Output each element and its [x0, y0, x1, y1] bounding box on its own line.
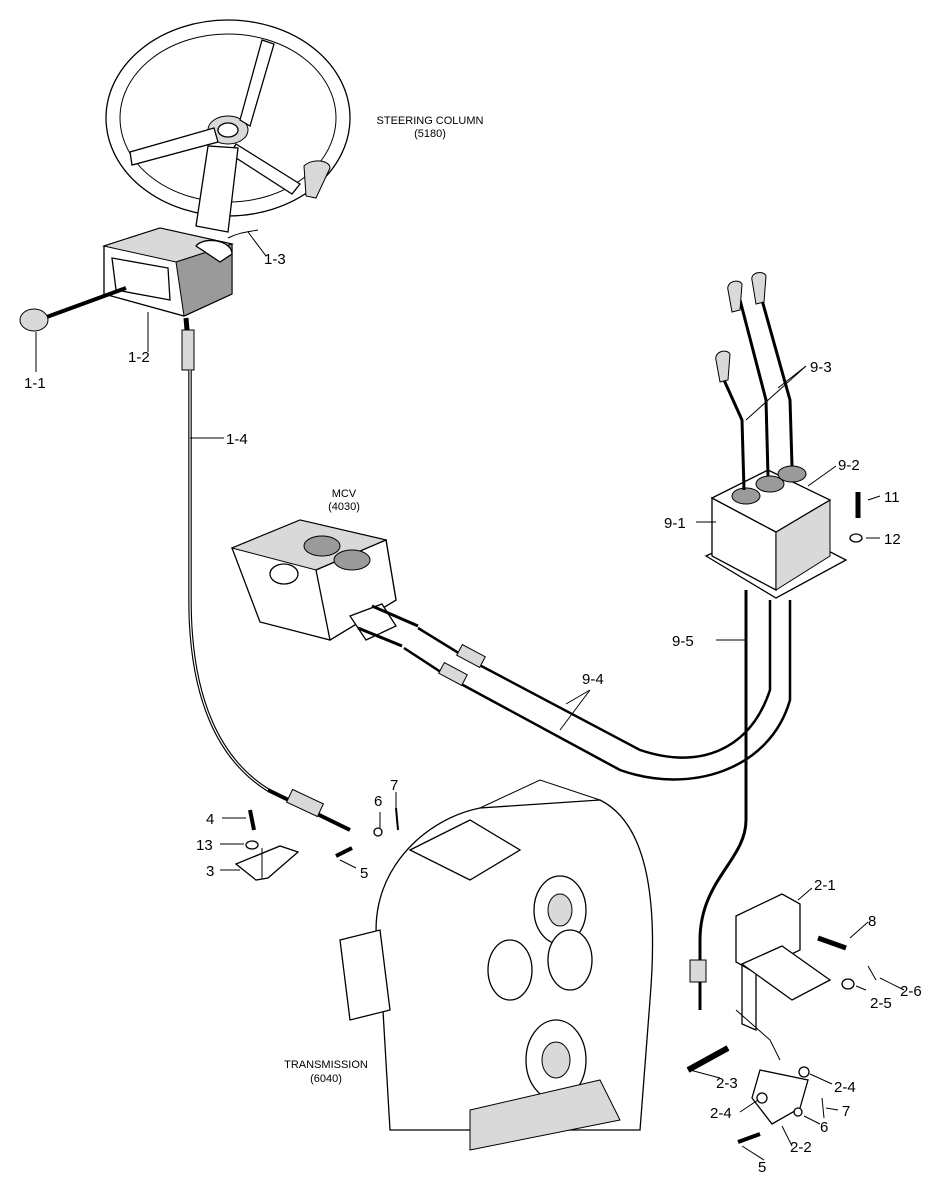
shift-lever-knob: [19, 286, 127, 332]
callout-2-2: 2-2: [790, 1139, 812, 1156]
callout-9-3: 9-3: [810, 359, 832, 376]
callout-5: 5: [360, 865, 368, 882]
callout-1-1: 1-1: [24, 375, 46, 392]
callout-3: 3: [206, 863, 214, 880]
callout-4: 4: [206, 811, 214, 828]
pivot-pin: [686, 1045, 730, 1073]
bushing-2-4b: [756, 1092, 768, 1104]
callout-9-5: 9-5: [672, 633, 694, 650]
control-levers: [715, 272, 794, 491]
wire-harness: [227, 229, 259, 239]
washer-6: [373, 827, 383, 837]
callout-8: 8: [868, 913, 876, 930]
callout-2-4-upper: 2-4: [834, 1079, 856, 1096]
shift-lever-housing: [102, 227, 234, 317]
callout-2-4-lower: 2-4: [710, 1105, 732, 1122]
callout-2-6: 2-6: [900, 983, 922, 1000]
cable-end: [689, 959, 707, 983]
steering-wheel: [105, 19, 351, 233]
washer-6b: [793, 1107, 803, 1117]
callout-12: 12: [884, 531, 901, 548]
callout-9-2: 9-2: [838, 457, 860, 474]
callout-6: 6: [374, 793, 382, 810]
leader-lines: [35, 231, 905, 1161]
cotter-pin: [395, 807, 399, 831]
bolt-4: [248, 809, 256, 831]
callout-6-lower: 6: [820, 1119, 828, 1136]
bushing-2-4a: [798, 1066, 810, 1078]
callout-13: 13: [196, 837, 213, 854]
pin-7b: [821, 1097, 825, 1119]
washer-12: [849, 533, 863, 543]
washer-13: [245, 840, 259, 850]
callout-1-3: 1-3: [264, 251, 286, 268]
callout-1-2: 1-2: [128, 349, 150, 366]
control-box: [704, 465, 848, 599]
mcv-caption: MCV: [332, 488, 357, 500]
cable-bracket: [234, 845, 300, 881]
callout-7: 7: [390, 777, 398, 794]
shift-cable: [181, 317, 351, 832]
washer-2-5: [841, 978, 855, 990]
callout-9-1: 9-1: [664, 515, 686, 532]
steering-column-code: (5180): [414, 128, 446, 140]
transmission-code: (6040): [310, 1073, 342, 1085]
transmission-housing: [339, 779, 654, 1151]
mcv-code: (4030): [328, 501, 360, 513]
callout-11: 11: [884, 489, 900, 506]
steering-column-caption: STEERING COLUMN: [377, 115, 484, 127]
callout-7-lower: 7: [842, 1103, 850, 1120]
bolt-5: [335, 846, 353, 858]
mounting-bracket: [735, 893, 832, 1061]
mcv-valve: [230, 519, 419, 648]
callout-2-1: 2-1: [814, 877, 836, 894]
mcv-cables: [403, 600, 792, 781]
callout-9-4: 9-4: [582, 671, 604, 688]
control-cable: [698, 590, 748, 1010]
pin-2-6: [867, 965, 877, 981]
bolt-8: [817, 935, 847, 951]
callout-2-3: 2-3: [716, 1075, 738, 1092]
callout-1-4: 1-4: [226, 431, 248, 448]
callout-2-5: 2-5: [870, 995, 892, 1012]
bolt-5b: [737, 1132, 761, 1144]
transmission-caption: TRANSMISSION: [284, 1059, 368, 1071]
callout-5-lower: 5: [758, 1159, 766, 1176]
